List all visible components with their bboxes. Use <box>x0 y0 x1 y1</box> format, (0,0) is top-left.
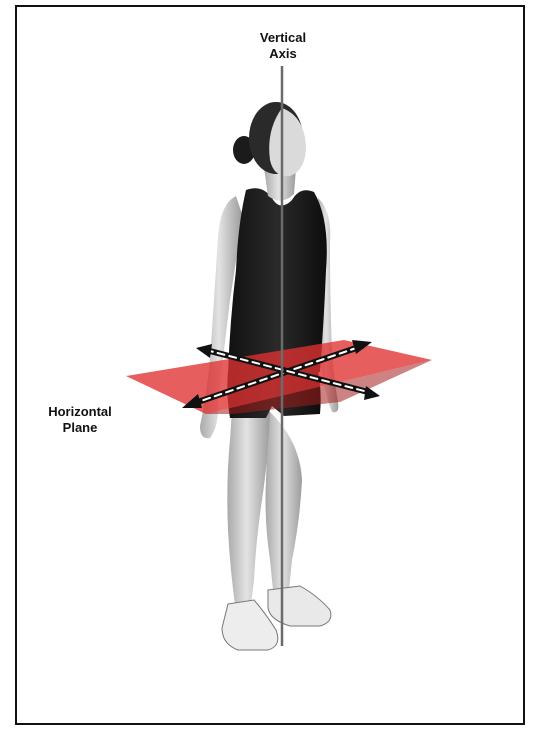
vertical-axis-label-line1: Vertical <box>233 30 333 46</box>
vertical-axis-label-line2: Axis <box>233 46 333 62</box>
arrowhead-front-right <box>364 386 380 400</box>
horizontal-plane-label-line1: Horizontal <box>30 404 130 420</box>
head <box>233 102 306 176</box>
left-shoe <box>268 586 331 626</box>
vertical-axis-label: Vertical Axis <box>233 30 333 62</box>
left-leg <box>266 410 331 626</box>
horizontal-plane-label-line2: Plane <box>30 420 130 436</box>
horizontal-plane-label: Horizontal Plane <box>30 404 130 436</box>
arrowhead-back-left <box>196 344 212 358</box>
